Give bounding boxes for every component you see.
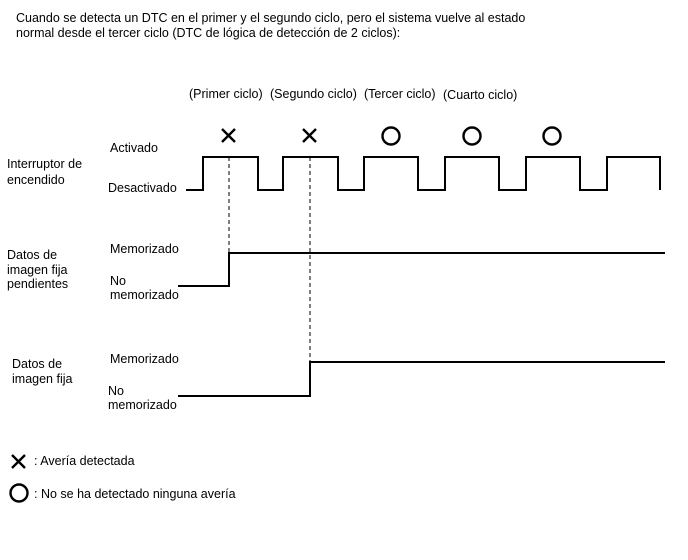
pending-memorized-label: Memorizado	[110, 242, 179, 256]
legend-no-fault-text: : No se ha detectado ninguna avería	[34, 487, 236, 501]
ignition-on-label: Activado	[110, 141, 158, 155]
diagram-caption: Cuando se detecta un DTC en el primer y …	[16, 11, 576, 41]
pending-freeze-frame-waveform	[178, 252, 665, 287]
caption-line-2: normal desde el tercer ciclo (DTC de lóg…	[16, 26, 401, 40]
legend-fault-detected-icon	[11, 454, 26, 469]
caption-line-1: Cuando se detecta un DTC en el primer y …	[16, 11, 526, 25]
cycle-label-4: (Cuarto ciclo)	[443, 88, 517, 102]
no-fault-icon	[462, 126, 482, 146]
cycle-label-2: (Segundo ciclo)	[270, 87, 357, 101]
pending-freeze-frame-label-line-2: imagen fija	[7, 263, 67, 277]
ignition-switch-waveform	[186, 156, 661, 191]
legend-no-fault-icon	[9, 483, 29, 503]
ignition-switch-label-line-1: Interruptor de	[7, 157, 82, 171]
ignition-switch-label-line-2: encendido	[7, 173, 65, 187]
no-fault-icon	[381, 126, 401, 146]
freeze-frame-label-line-1: Datos de	[12, 357, 62, 371]
ignition-off-label: Desactivado	[108, 181, 177, 195]
legend-fault-detected-text: : Avería detectada	[34, 454, 135, 468]
freeze-frame-label-line-2: imagen fija	[12, 372, 72, 386]
pending-not-memorized-label-line-2: memorizado	[110, 288, 179, 302]
fault-detected-icon	[221, 128, 236, 143]
freeze-frame-memorized-label: Memorizado	[110, 352, 179, 366]
pending-freeze-frame-label-line-3: pendientes	[7, 277, 68, 291]
no-fault-icon	[542, 126, 562, 146]
fault-detected-icon	[302, 128, 317, 143]
pending-freeze-frame-label-line-1: Datos de	[7, 248, 57, 262]
pending-not-memorized-label-line-1: No	[110, 274, 126, 288]
freeze-frame-not-memorized-label-line-1: No	[108, 384, 124, 398]
cycle-label-3: (Tercer ciclo)	[364, 87, 436, 101]
freeze-frame-not-memorized-label-line-2: memorizado	[108, 398, 177, 412]
freeze-frame-waveform	[178, 361, 665, 397]
cycle-label-1: (Primer ciclo)	[189, 87, 263, 101]
